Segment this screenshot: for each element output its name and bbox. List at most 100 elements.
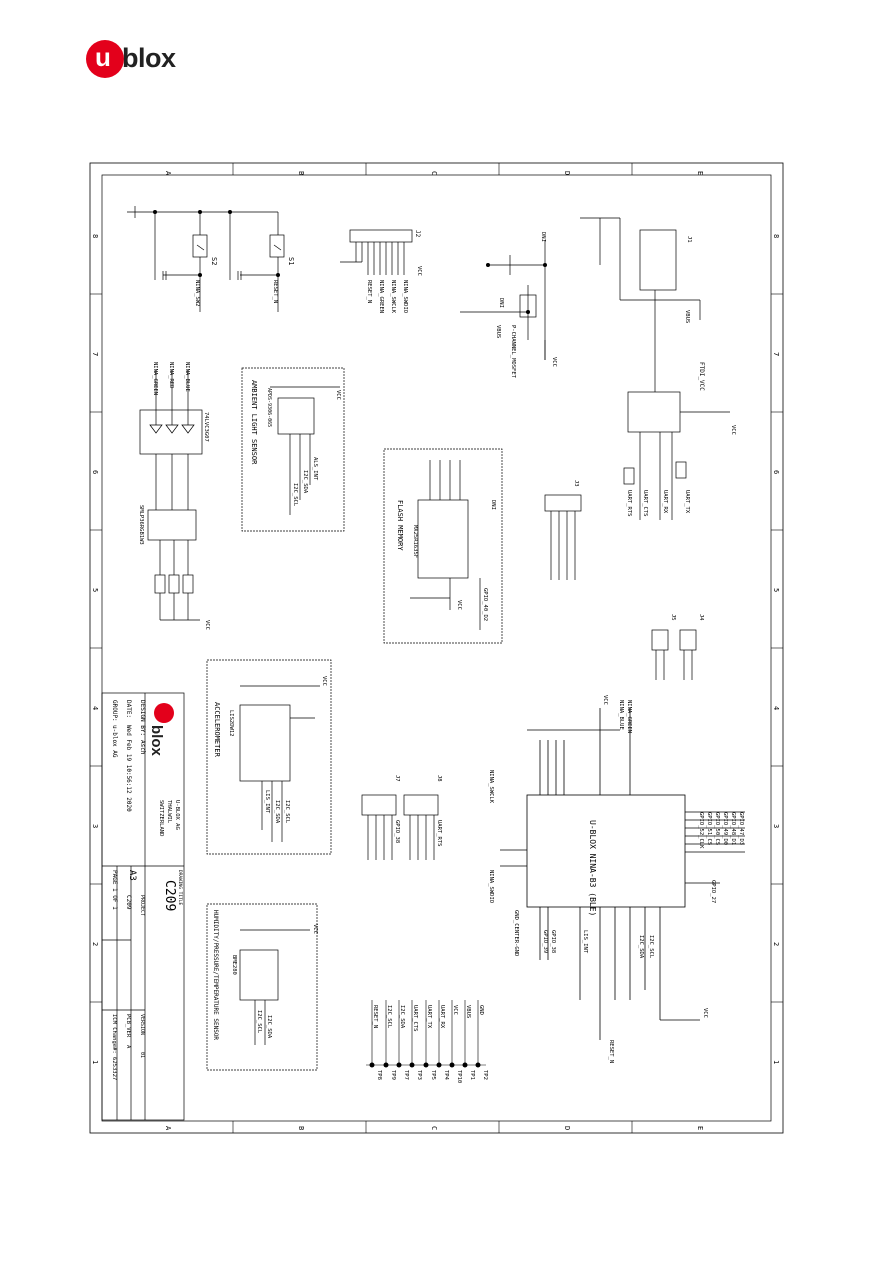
net-uart-rx-ftdi: UART_RX bbox=[662, 490, 668, 514]
buttons-labels: S2 S1 NINA_SW2 RESET_N bbox=[194, 257, 295, 307]
j8-label: J8 bbox=[436, 775, 442, 782]
testpoint-label: TP10 bbox=[456, 1070, 462, 1083]
row-number: 4 bbox=[91, 706, 99, 710]
module-label: U-BLOX NINA-B3 (BLE) bbox=[588, 820, 597, 916]
row-number: 5 bbox=[91, 588, 99, 592]
pmos-circuit bbox=[460, 240, 546, 360]
design-by: Asch bbox=[139, 740, 146, 755]
j2-label: J2 bbox=[414, 230, 421, 238]
net-lis-int-module: LIS_INT bbox=[582, 930, 588, 954]
net-gpio51: GPIO_51_CS bbox=[706, 812, 712, 845]
net-gpio38: GPIO_38 bbox=[550, 930, 556, 953]
net-i2c-scl-temp: I2C_SCL bbox=[256, 1010, 262, 1034]
net-sw2: NINA_SW2 bbox=[194, 280, 200, 307]
net-vcc-pmos: VCC bbox=[551, 357, 557, 367]
row-number: 6 bbox=[772, 470, 780, 474]
zone-ticks bbox=[90, 163, 783, 1133]
temp-part: BME280 bbox=[231, 955, 237, 975]
net-reset-s1: RESET_N bbox=[272, 280, 278, 303]
flash-title: FLASH MEMORY bbox=[396, 500, 404, 551]
temp-box bbox=[206, 903, 318, 1071]
column-letters: A B C D E A B C D E bbox=[164, 171, 704, 1131]
col-letter: A bbox=[164, 171, 172, 176]
title-block bbox=[101, 692, 185, 1121]
testpoint-label: TP4 bbox=[443, 1070, 449, 1081]
net-swclk-j2: NINA_SWCLK bbox=[390, 280, 396, 314]
rgb-part-label: SMLP36RGB1W3 bbox=[138, 505, 144, 545]
nina-labels: U-BLOX NINA-B3 (BLE) GPIO_52_CLK GPIO_51… bbox=[488, 695, 744, 1063]
project-value: C209 bbox=[125, 895, 132, 910]
pmos-dots bbox=[486, 263, 547, 314]
j1-label: J1 bbox=[686, 236, 692, 243]
accel-box bbox=[206, 659, 332, 855]
net-i2c-sda-temp: I2C_SDA bbox=[266, 1015, 272, 1039]
testpoint-label: TP2 bbox=[482, 1070, 488, 1080]
row-number: 4 bbox=[772, 706, 780, 710]
row-number: 2 bbox=[772, 942, 780, 946]
testpoint-net: VBUS bbox=[465, 1005, 471, 1018]
net-als-int: ALS_INT bbox=[312, 457, 318, 481]
temp-labels: HUMIDITY/PRESSURE/TEMPERATURE SENSOR BME… bbox=[212, 910, 318, 1040]
net-lis-int: LIS_INT bbox=[264, 790, 270, 814]
col-letter: B bbox=[297, 1126, 305, 1130]
title-block-company: U-BLOX AG THALWIL SWITZERLAND bbox=[158, 800, 180, 836]
design-by-label: DESIGN BY: bbox=[139, 700, 146, 736]
net-uart-rts-ftdi: UART_RTS bbox=[626, 490, 632, 517]
testpoint-net: UART_TX bbox=[426, 1005, 432, 1029]
net-vcc-ftdi: VCC bbox=[730, 425, 736, 435]
logo-mark: u bbox=[95, 42, 111, 72]
net-gpio48: GPIO_48_D1 bbox=[730, 812, 736, 845]
buttons-dots bbox=[153, 210, 280, 277]
sheet-size: A3 bbox=[127, 870, 137, 881]
ambient-part: APDS-9306-065 bbox=[266, 388, 272, 427]
net-gnd-center: GND_CENTER-GND bbox=[513, 910, 519, 956]
company-city: THALWIL bbox=[166, 800, 172, 824]
pmos-labels: P-CHANNEL_MOSFET VBUS DNI DNI VCC bbox=[495, 232, 557, 379]
date-label: DATE: bbox=[125, 700, 132, 718]
net-vcc-temp: VCC bbox=[312, 924, 318, 934]
net-gpio49: GPIO_49_D0 bbox=[722, 812, 728, 845]
net-green-j2: NINA_GREEN bbox=[378, 280, 384, 313]
net-i2c-scl-module: I2C_SCL bbox=[648, 935, 654, 959]
testpoint-net: I2C_SCL bbox=[386, 1005, 392, 1029]
testpoint-label: TP7 bbox=[403, 1070, 409, 1080]
net-i2c-scl-ambient: I2C_SCL bbox=[292, 483, 298, 507]
page-number: PAGE 1 OF 1 bbox=[111, 870, 118, 910]
row-number: 8 bbox=[772, 234, 780, 238]
col-letter: A bbox=[164, 1126, 172, 1131]
pcb-value: A bbox=[125, 1045, 131, 1049]
net-swdio-module: NINA_SWDIO bbox=[488, 870, 494, 903]
logo-red-circle bbox=[86, 40, 124, 78]
icm-change: ICM Change#: 6253327 bbox=[111, 1014, 117, 1080]
testpoint-net: UART_RX bbox=[439, 1005, 445, 1029]
row-number: 1 bbox=[772, 1060, 780, 1064]
net-vcc-ambient: VCC bbox=[335, 390, 341, 400]
net-vcc-module-top: VCC bbox=[602, 695, 608, 705]
testpoint-label: TP3 bbox=[416, 1070, 422, 1080]
net-vbus-pmos: VBUS bbox=[495, 325, 501, 338]
row-number: 8 bbox=[91, 234, 99, 238]
j5-label: J5 bbox=[670, 614, 676, 621]
drawing-title: C209 bbox=[162, 880, 177, 911]
ambient-labels: AMBIENT LIGHT SENSOR APDS-9306-065 I2C_S… bbox=[250, 380, 341, 507]
row-numbers: 8 7 6 5 4 3 2 1 8 7 6 5 4 3 2 1 bbox=[91, 234, 780, 1064]
net-vcc-j2: VCC bbox=[416, 266, 422, 276]
j7-j8-connectors bbox=[361, 794, 439, 860]
rgb-circuit bbox=[139, 370, 203, 621]
accel-title: ACCELEROMETER bbox=[213, 702, 221, 758]
ftdi-circuit bbox=[580, 217, 730, 520]
nina-module bbox=[500, 708, 745, 1040]
ftdi-labels: FTDI_VCC UART_TX UART_RX UART_CTS UART_R… bbox=[626, 236, 736, 517]
testpoint-net: GND bbox=[478, 1005, 484, 1015]
j4-j5-connectors bbox=[651, 629, 697, 680]
net-uart-rts-j8: UART_RTS bbox=[436, 820, 442, 847]
j4-j5-labels: J5 J4 bbox=[670, 614, 704, 621]
net-gpio40-flash: GPIO_40_D2 bbox=[482, 588, 488, 621]
company-name: U-BLOX AG bbox=[174, 800, 180, 830]
net-reset-j2: RESET_N bbox=[366, 280, 372, 303]
drawing-title-label: DRAWING TITLE bbox=[177, 870, 183, 906]
row-number: 1 bbox=[91, 1060, 99, 1064]
row-number: 3 bbox=[772, 824, 780, 828]
net-gpio47: GPIO_47_D3 bbox=[738, 812, 744, 845]
